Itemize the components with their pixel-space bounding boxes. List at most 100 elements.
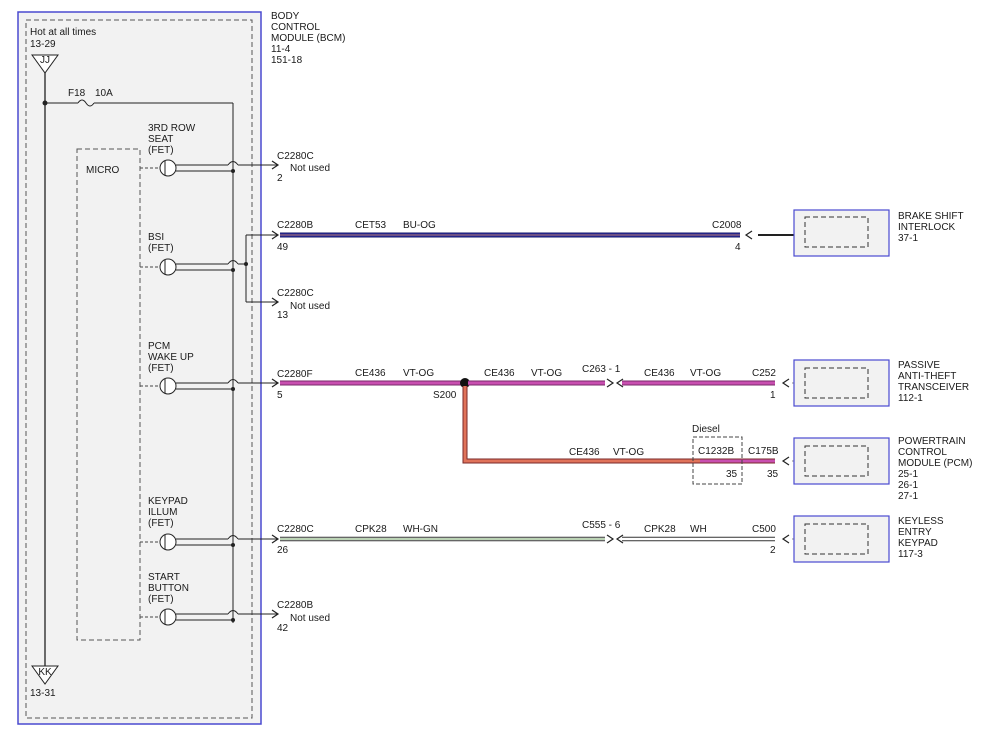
component-box: [793, 515, 890, 563]
hot-at-all-times-label: Hot at all times: [30, 27, 96, 38]
fet-icon: [159, 608, 177, 626]
pin-connector-label: C2280B: [277, 220, 313, 231]
driver-label: (FET): [148, 363, 174, 374]
pin-note: Not used: [290, 613, 330, 624]
wire-color-label: VT-OG: [613, 447, 644, 458]
pin-note: Not used: [290, 163, 330, 174]
pin-chevron-icon: [271, 534, 280, 544]
component-passive-anti-theft-transceiver: PASSIVE ANTI-THEFT TRANSCEIVER 112-1: [793, 359, 969, 407]
component-label: TRANSCEIVER: [898, 382, 969, 393]
inline-connector-icon: [615, 534, 624, 544]
inline-connector-icon: [606, 378, 615, 388]
driver-label: SEAT: [148, 134, 173, 145]
kk-ref: 13-31: [30, 688, 56, 699]
component-label: ENTRY: [898, 527, 932, 538]
wire-circuit-label: CE436: [355, 368, 386, 379]
component-powertrain-control-module: POWERTRAIN CONTROL MODULE (PCM) 25-1 26-…: [793, 436, 972, 502]
bcm-title-line: MODULE (BCM): [271, 33, 345, 44]
wire-crossover: [227, 161, 239, 166]
component-ref: 112-1: [898, 393, 923, 404]
component-label: ANTI-THEFT: [898, 371, 956, 382]
pin-labels: C2280C Not used 2 C2280B 49 C2280C Not u…: [277, 151, 330, 634]
diesel-option-box: [692, 436, 743, 485]
pin-chevron-icon: [271, 609, 280, 619]
wire-color-label: VT-OG: [403, 368, 434, 379]
wire-color-label: VT-OG: [690, 368, 721, 379]
dest-pin-label: 35: [767, 469, 779, 480]
driver-label: (FET): [148, 145, 174, 156]
jj-connector-icon: [31, 54, 59, 74]
inline-connector-icon: [606, 534, 615, 544]
pin-number: 49: [277, 242, 289, 253]
driver-bsi: BSI (FET): [140, 232, 278, 303]
kk-connector-label: KK: [38, 667, 52, 678]
wire-color-label: WH: [690, 524, 707, 535]
dest-connector-label: C2008: [712, 220, 742, 231]
driver-3rd-row-seat: 3RD ROW SEAT (FET): [140, 123, 278, 177]
driver-label: (FET): [148, 518, 174, 529]
component-label: KEYLESS: [898, 516, 944, 527]
component-ref: 25-1: [898, 469, 918, 480]
splice-label: S200: [433, 390, 457, 401]
wire-color-label: VT-OG: [531, 368, 562, 379]
wire-color-label: WH-GN: [403, 524, 438, 535]
wire-crossover: [227, 260, 239, 265]
option-pin-label: 35: [726, 469, 738, 480]
dest-pin-label: 2: [770, 545, 776, 556]
pin-connector-label: C2280C: [277, 524, 314, 535]
kk-connector-icon: [31, 665, 59, 685]
wire-crossover: [227, 379, 239, 384]
pin-number: 2: [277, 173, 283, 184]
wire-circuit-label: CE436: [484, 368, 515, 379]
wire-keypad: CPK28 WH-GN C555 - 6 CPK28 WH C500 2: [280, 520, 806, 556]
component-label: PASSIVE: [898, 360, 940, 371]
driver-label: ILLUM: [148, 507, 177, 518]
dest-chevron-icon: [781, 378, 790, 388]
option-connector-label: C1232B: [698, 446, 734, 457]
bus-junction-dot: [231, 618, 235, 622]
dest-chevron-icon: [744, 230, 753, 240]
pin-chevron-icon: [271, 378, 280, 388]
wire-crossover: [227, 610, 239, 615]
pin-connector-label: C2280C: [277, 288, 314, 299]
component-label: MODULE (PCM): [898, 458, 972, 469]
pin-chevron-icon: [271, 297, 280, 307]
fet-icon: [159, 377, 177, 395]
component-keyless-entry-keypad: KEYLESS ENTRY KEYPAD 117-3: [793, 515, 944, 563]
splice-s200-icon: [460, 378, 470, 388]
pin-number: 26: [277, 545, 289, 556]
pin-chevron-icon: [271, 160, 280, 170]
pin-connector-label: C2280C: [277, 151, 314, 162]
hot-ref: 13-29: [30, 39, 56, 50]
wire-branch-color: [463, 386, 775, 463]
driver-start-button: START BUTTON (FET): [140, 572, 278, 626]
wire-pcm-wake: CE436 VT-OG S200 CE436 VT-OG C263 - 1 CE…: [280, 364, 806, 485]
component-box: [793, 359, 890, 407]
driver-label: (FET): [148, 243, 174, 254]
pin-number: 5: [277, 390, 283, 401]
component-box: [793, 437, 890, 485]
wire-circuit-label: CE436: [644, 368, 675, 379]
driver-label: 3RD ROW: [148, 123, 196, 134]
component-inner-box: [804, 523, 869, 555]
bus-junction-dot: [231, 387, 235, 391]
bus-junction-dot: [231, 169, 235, 173]
dest-connector-label: C252: [752, 368, 776, 379]
driver-label: START: [148, 572, 180, 583]
dest-chevron-icon: [781, 456, 790, 466]
wire-bsi: CET53 BU-OG C2008 4: [280, 220, 794, 253]
driver-label: WAKE UP: [148, 352, 194, 363]
driver-label: (FET): [148, 594, 174, 605]
micro-box: [76, 148, 141, 641]
wire-color-label: BU-OG: [403, 220, 436, 231]
fuse-icon: [77, 99, 95, 107]
dest-connector-label: C175B: [748, 446, 779, 457]
component-ref: 27-1: [898, 491, 918, 502]
wire-circuit-label: CET53: [355, 220, 387, 231]
component-label: CONTROL: [898, 447, 947, 458]
pin-number: 42: [277, 623, 289, 634]
fet-icon: [159, 533, 177, 551]
driver-label: BSI: [148, 232, 164, 243]
component-ref: 37-1: [898, 233, 918, 244]
